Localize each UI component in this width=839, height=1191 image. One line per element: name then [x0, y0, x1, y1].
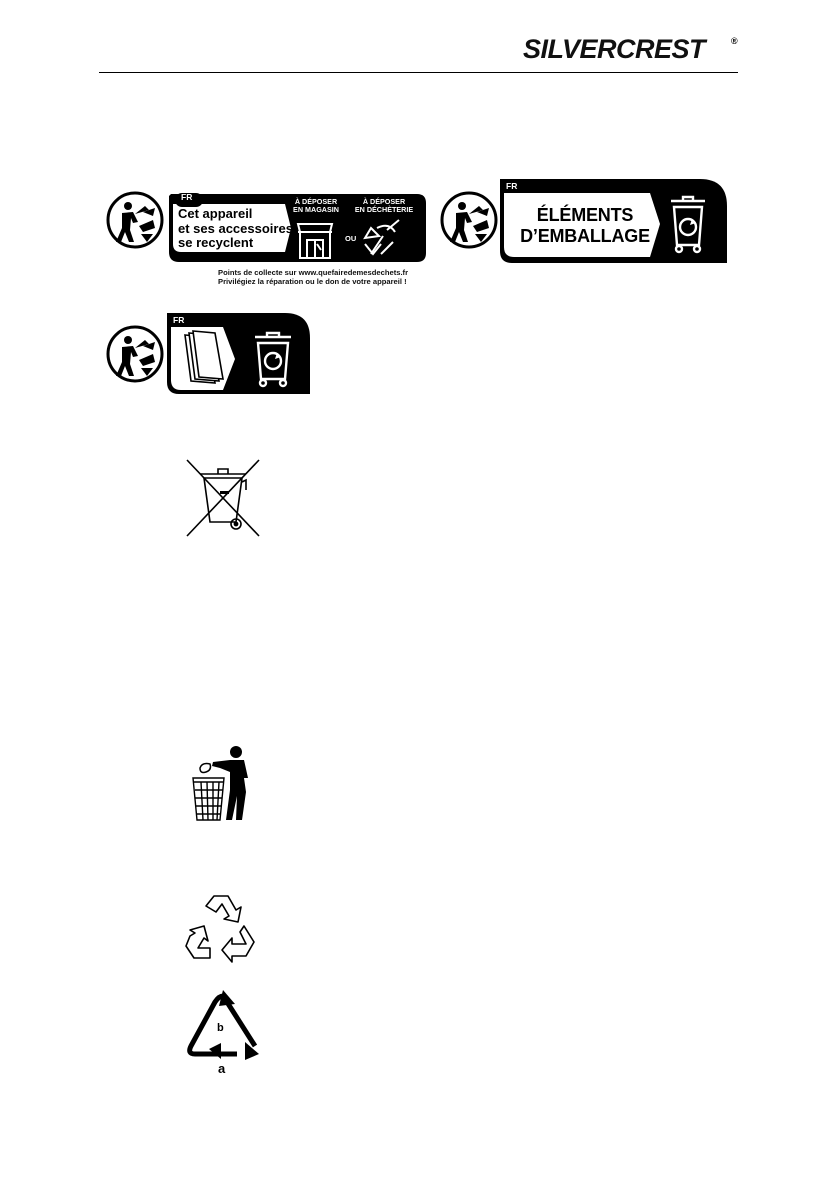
fr-tag: FR	[181, 192, 192, 202]
recycle-message-line2: et ses accessoires	[178, 222, 293, 237]
packaging-label: ÉLÉMENTS D’EMBALLAGE	[520, 205, 650, 247]
brand-logo-text: SilverCrest	[523, 34, 705, 64]
tidyman-icon	[190, 744, 256, 822]
deposit-center-line2: EN DÉCHÈTERIE	[353, 206, 415, 214]
or-label: OU	[345, 234, 356, 243]
header-divider	[99, 72, 738, 73]
recycle-code-inner: b	[217, 1022, 224, 1034]
crossed-out-wheelie-bin-icon	[184, 458, 262, 538]
collect-info-line2: Privilégiez la réparation ou le don de v…	[218, 277, 408, 286]
packaging-label-line1: ÉLÉMENTS	[520, 205, 650, 226]
deposit-center-label: À DÉPOSER EN DÉCHÈTERIE	[353, 198, 415, 214]
deposit-store-label: À DÉPOSER EN MAGASIN	[291, 198, 341, 214]
recycle-message-line1: Cet appareil	[178, 207, 293, 222]
fr-tag: FR	[506, 181, 517, 191]
recycle-message: Cet appareil et ses accessoires se recyc…	[178, 207, 293, 251]
brand-logo: SilverCrest	[523, 31, 705, 65]
collect-info-line1: Points de collecte sur www.quefairedemes…	[218, 268, 408, 277]
fr-tag: FR	[173, 315, 184, 325]
recycle-message-line3: se recyclent	[178, 236, 293, 251]
recycling-arrows-icon	[184, 892, 260, 964]
packaging-label-line2: D’EMBALLAGE	[520, 226, 650, 247]
triman-icon	[439, 190, 499, 250]
triman-icon	[105, 190, 165, 250]
triman-icon	[105, 324, 165, 384]
registered-mark: ®	[731, 36, 738, 46]
collect-info: Points de collecte sur www.quefairedemes…	[218, 268, 408, 286]
deposit-store-line2: EN MAGASIN	[291, 206, 341, 214]
recycle-code-below: a	[218, 1061, 225, 1076]
paper-banner	[167, 313, 310, 394]
